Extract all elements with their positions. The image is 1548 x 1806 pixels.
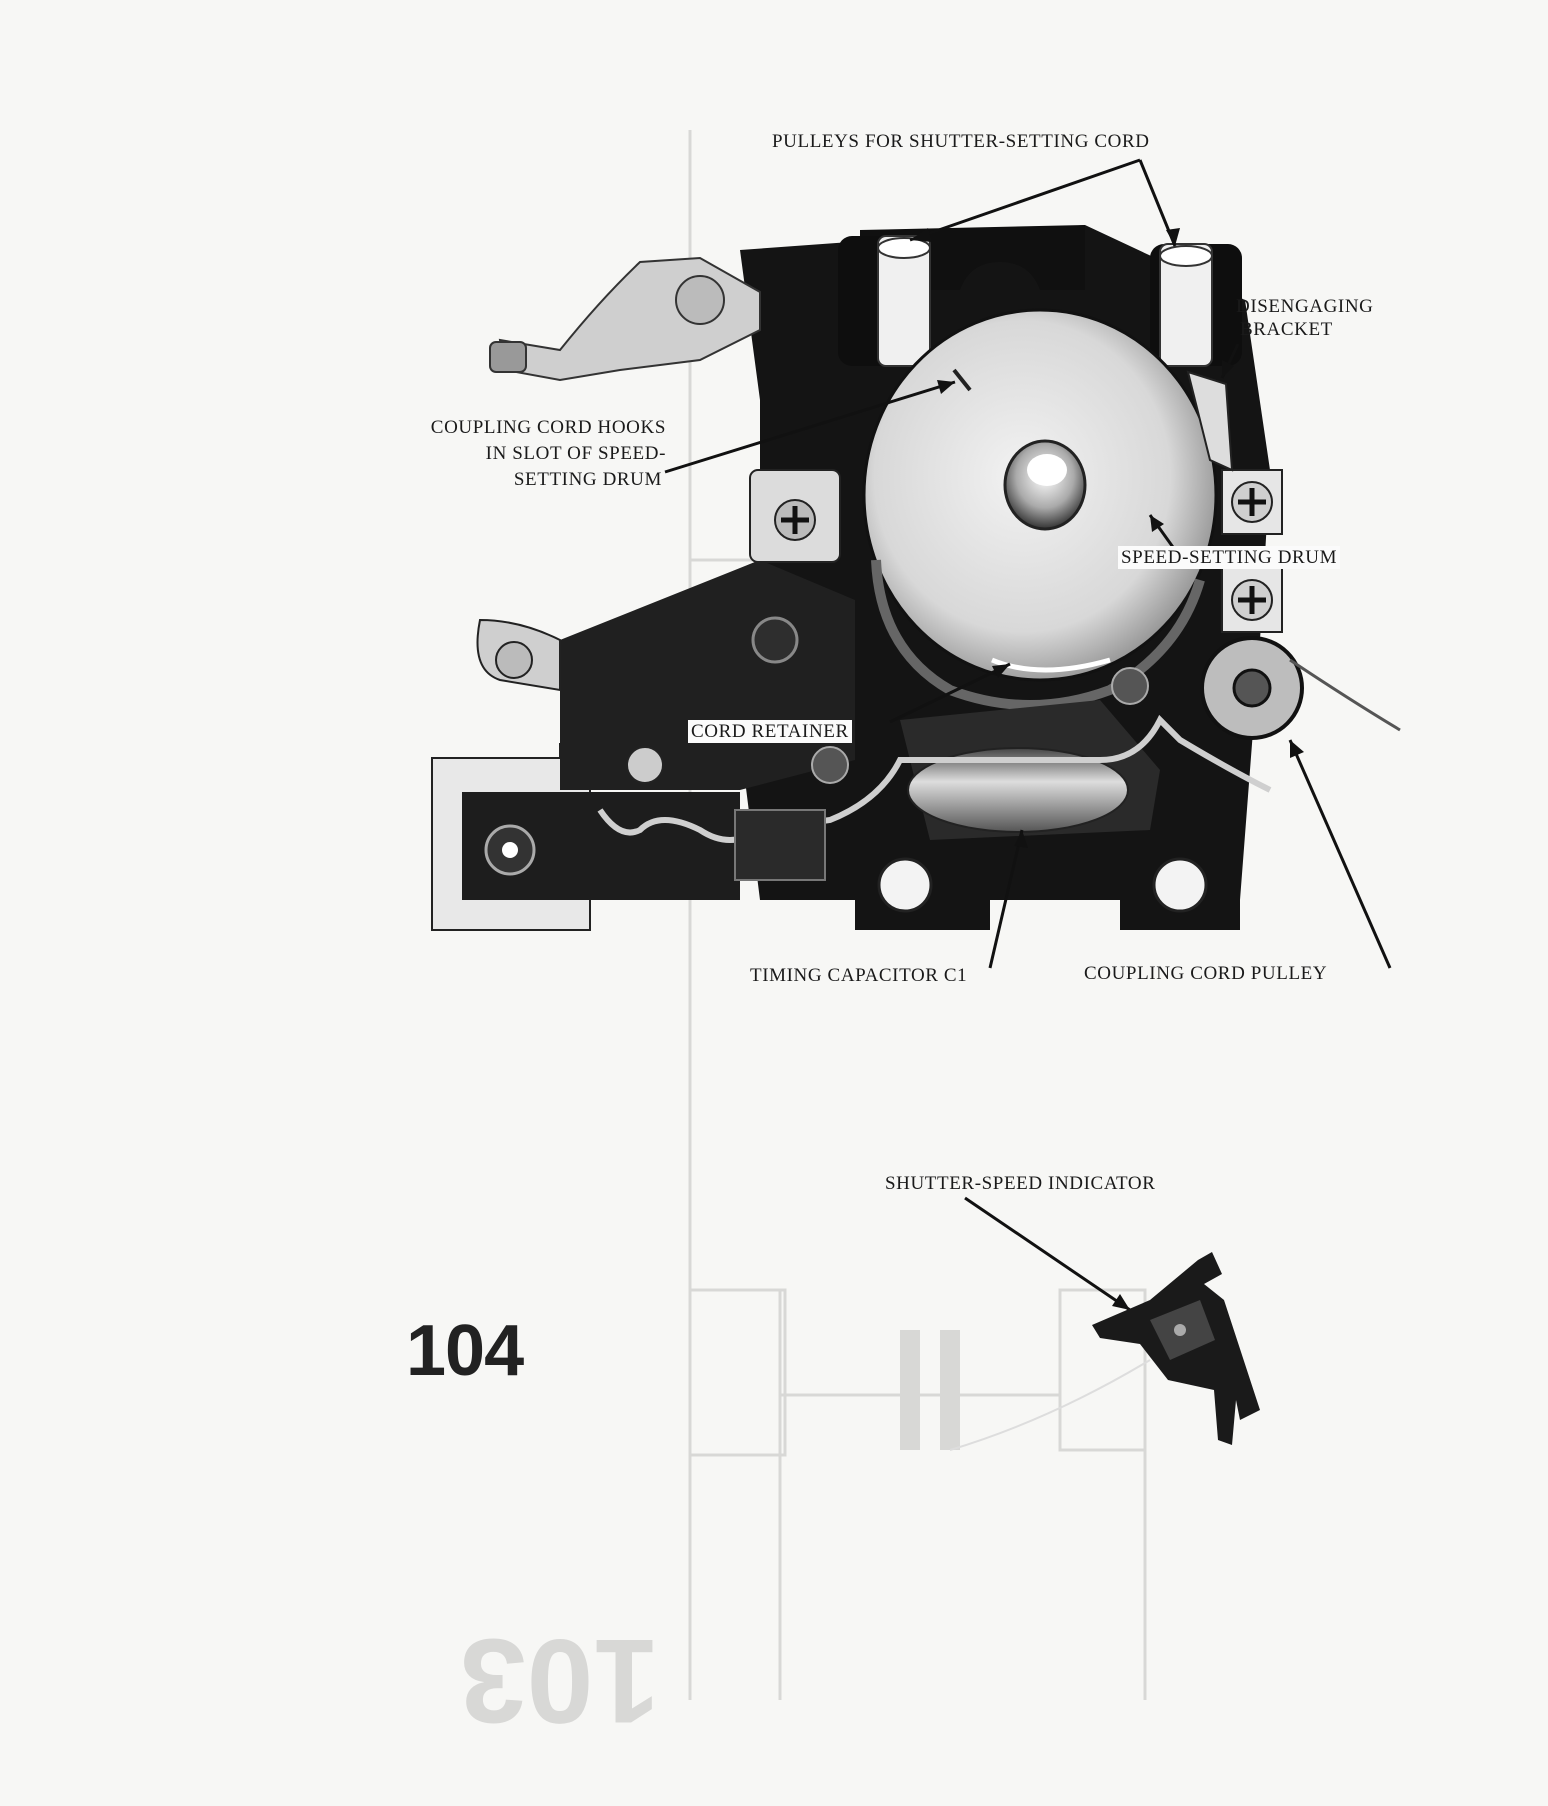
page-number: 104 bbox=[406, 1311, 524, 1391]
label-coupling-cord-hooks-line2: IN SLOT OF SPEED- bbox=[485, 443, 666, 464]
label-speed-setting-drum: SPEED-SETTING DRUM bbox=[1118, 546, 1341, 569]
label-cord-retainer: CORD RETAINER bbox=[688, 720, 852, 743]
label-shutter-speed-indicator: SHUTTER-SPEED INDICATOR bbox=[885, 1173, 1156, 1194]
label-disengaging-bracket-line2: BRACKET bbox=[1240, 319, 1333, 340]
svg-text:103: 103 bbox=[460, 1614, 660, 1748]
label-disengaging-bracket-line1: DISENGAGING bbox=[1236, 296, 1374, 317]
label-coupling-cord-pulley: COUPLING CORD PULLEY bbox=[1084, 963, 1328, 984]
label-timing-capacitor-c1: TIMING CAPACITOR C1 bbox=[750, 965, 968, 986]
label-coupling-cord-hooks-line1: COUPLING CORD HOOKS bbox=[430, 417, 666, 438]
label-pulleys-shutter-setting-cord: PULLEYS FOR SHUTTER-SETTING CORD bbox=[772, 131, 1150, 152]
label-coupling-cord-hooks-line3: SETTING DRUM bbox=[513, 469, 662, 490]
